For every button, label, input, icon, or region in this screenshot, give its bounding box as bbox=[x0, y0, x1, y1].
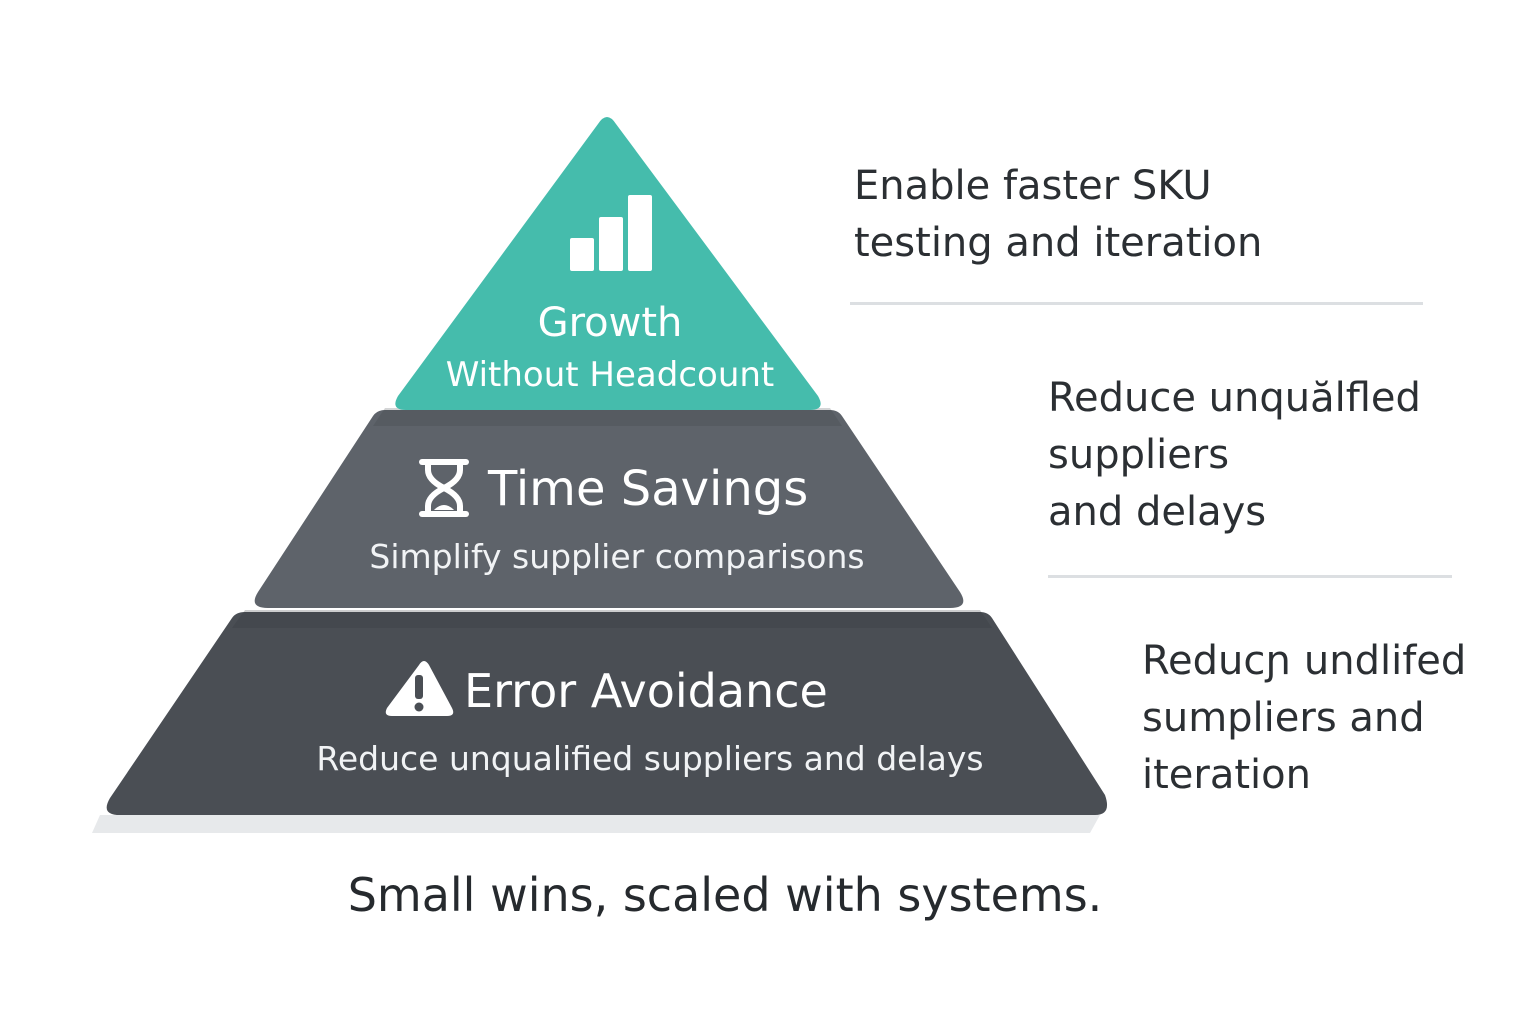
note-growth: Enable faster SKU testing and iteration bbox=[854, 158, 1262, 272]
time-savings-subtitle: Simplify supplier comparisons bbox=[369, 537, 864, 576]
error-avoidance-title: Error Avoidance bbox=[464, 664, 828, 718]
error-avoidance-subtitle: Reduce unqualified suppliers and delays bbox=[316, 739, 983, 778]
note-error-line-2: sumpliers and bbox=[1142, 695, 1425, 741]
note-time-line-1: Reduce unquălfled bbox=[1048, 375, 1421, 421]
note-error-line-3: iteration bbox=[1142, 752, 1311, 798]
note-growth-line-2: testing and iteration bbox=[854, 220, 1263, 266]
note-error-avoidance: Reducɲ undlifed sumpliers and iteration bbox=[1142, 633, 1466, 804]
tier-error-avoidance bbox=[106, 612, 1108, 815]
note-error-line-1: Reducɲ undlifed bbox=[1142, 638, 1467, 684]
bar-chart-icon bbox=[570, 195, 652, 271]
note-time-line-2: suppliers bbox=[1048, 432, 1230, 478]
warning-icon bbox=[385, 661, 454, 716]
pyramid-shadow bbox=[92, 815, 1100, 833]
note-time-line-3: and delays bbox=[1048, 489, 1267, 535]
growth-subtitle: Without Headcount bbox=[446, 355, 775, 395]
note-growth-line-1: Enable faster SKU bbox=[854, 163, 1212, 209]
footer-tagline: Small wins, scaled with systems. bbox=[347, 868, 1103, 922]
note-time-savings: Reduce unquălfled suppliers and delays bbox=[1048, 370, 1421, 541]
divider-2 bbox=[1048, 575, 1452, 578]
tier-time-top-band bbox=[373, 408, 842, 426]
time-savings-title: Time Savings bbox=[487, 461, 808, 517]
hourglass-icon bbox=[419, 459, 469, 517]
tier-error-top-band bbox=[232, 610, 992, 628]
divider-1 bbox=[850, 302, 1423, 305]
growth-title: Growth bbox=[538, 300, 683, 346]
